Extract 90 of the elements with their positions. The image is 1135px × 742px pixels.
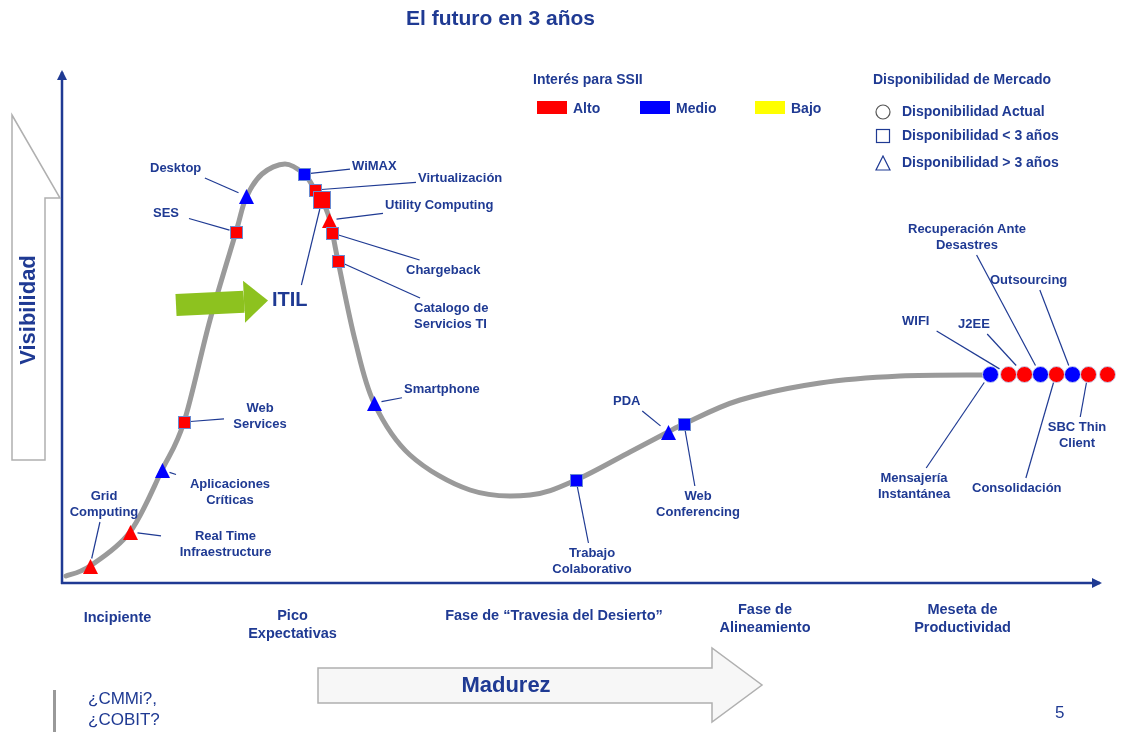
technology-label: Chargeback bbox=[406, 262, 498, 278]
leader-line bbox=[684, 429, 696, 487]
axis-title: Visibilidad bbox=[15, 255, 41, 365]
leader-line bbox=[189, 418, 225, 423]
square-marker bbox=[569, 473, 583, 487]
technology-label: Aplicaciones Críticas bbox=[178, 476, 282, 508]
square-marker bbox=[229, 225, 243, 239]
circle-marker bbox=[999, 365, 1017, 383]
leader-line bbox=[1079, 381, 1088, 418]
leader-line bbox=[1025, 381, 1055, 479]
phase-label: Pico Expectativas bbox=[247, 606, 338, 642]
leader-line bbox=[309, 168, 351, 174]
technology-label: Desktop bbox=[150, 160, 214, 176]
square-marker bbox=[325, 226, 339, 240]
page-number: 5 bbox=[1055, 702, 1066, 723]
triangle-marker bbox=[321, 212, 337, 228]
technology-label: WiMAX bbox=[352, 158, 410, 174]
leader-line bbox=[976, 254, 1037, 367]
triangle-marker bbox=[122, 524, 138, 540]
technology-label: Mensajería Instantánea bbox=[862, 470, 966, 502]
square-marker bbox=[297, 167, 311, 181]
leader-line bbox=[320, 181, 417, 191]
legend-label: Alto bbox=[573, 99, 601, 117]
legend-heading: Interés para SSII bbox=[533, 70, 644, 88]
technology-label: Catalogo de Servicios TI bbox=[414, 300, 506, 332]
triangle-marker bbox=[660, 424, 676, 440]
circle-marker bbox=[981, 365, 999, 383]
note: ¿CMMi?, ¿COBIT? bbox=[88, 688, 161, 730]
circle-marker bbox=[1098, 365, 1116, 383]
legend-label: Disponibilidad > 3 años bbox=[902, 153, 1059, 171]
circle-marker bbox=[1079, 365, 1097, 383]
phase-label: Fase de Alineamiento bbox=[718, 600, 812, 636]
leader-line bbox=[925, 381, 985, 469]
technology-label: J2EE bbox=[958, 316, 998, 332]
technology-label: ITIL bbox=[272, 287, 324, 311]
triangle-marker bbox=[238, 188, 254, 204]
technology-label: SBC Thin Client bbox=[1032, 419, 1122, 451]
phase-label: Incipiente bbox=[82, 608, 153, 626]
leader-line bbox=[204, 177, 240, 194]
technology-label: Utility Computing bbox=[385, 197, 515, 213]
square-marker bbox=[177, 415, 191, 429]
title: El futuro en 3 años bbox=[406, 6, 596, 30]
technology-label: Consolidación bbox=[972, 480, 1074, 496]
circle-marker bbox=[1031, 365, 1049, 383]
leader-line bbox=[188, 217, 231, 231]
leader-line bbox=[380, 397, 403, 403]
leader-line bbox=[91, 521, 101, 560]
circle-marker bbox=[1047, 365, 1065, 383]
technology-label: Web Conferencing bbox=[643, 488, 753, 520]
square-marker bbox=[677, 417, 691, 431]
technology-label: Recuperación Ante Desastres bbox=[902, 221, 1032, 253]
legend-label: Disponibilidad Actual bbox=[902, 102, 1045, 120]
phase-label: Fase de “Travesia del Desierto” bbox=[444, 606, 664, 624]
technology-label: Web Services bbox=[226, 400, 294, 432]
technology-label: PDA bbox=[613, 393, 647, 409]
technology-label: Real Time Infraestructure bbox=[163, 528, 288, 560]
technology-label: Trabajo Colaborativo bbox=[538, 545, 646, 577]
technology-label: Virtualización bbox=[418, 170, 526, 186]
triangle-marker bbox=[154, 462, 170, 478]
technology-label: Grid Computing bbox=[64, 488, 144, 520]
circle-marker bbox=[1015, 365, 1033, 383]
legend-label: Bajo bbox=[791, 99, 822, 117]
leader-line bbox=[300, 208, 321, 286]
leader-line bbox=[136, 532, 162, 537]
outlined-right-arrow bbox=[316, 646, 764, 724]
outlined-up-arrow bbox=[8, 112, 62, 464]
leader-line bbox=[986, 333, 1017, 367]
leader-line bbox=[576, 485, 590, 544]
square-marker bbox=[313, 191, 331, 209]
leader-line bbox=[1039, 289, 1070, 367]
leader-line bbox=[343, 263, 421, 299]
legend-label: Disponibilidad < 3 años bbox=[902, 126, 1059, 144]
leader-line bbox=[641, 410, 662, 427]
leader-line bbox=[168, 471, 177, 476]
leader-line bbox=[936, 330, 1001, 370]
technology-label: Outsourcing bbox=[990, 272, 1082, 288]
legend-label: Medio bbox=[676, 99, 717, 117]
leader-line bbox=[335, 212, 384, 220]
leader-line bbox=[337, 234, 421, 261]
technology-label: WIFI bbox=[902, 313, 938, 329]
axis-title: Madurez bbox=[461, 672, 551, 698]
technology-label: SES bbox=[153, 205, 187, 221]
circle-marker bbox=[1063, 365, 1081, 383]
block-arrow bbox=[175, 280, 268, 323]
triangle-marker bbox=[82, 558, 98, 574]
square-marker bbox=[331, 254, 345, 268]
phase-label: Meseta de Productividad bbox=[913, 600, 1012, 636]
triangle-marker bbox=[366, 395, 382, 411]
legend-heading: Disponibilidad de Mercado bbox=[873, 70, 1053, 88]
technology-label: Smartphone bbox=[404, 381, 494, 397]
